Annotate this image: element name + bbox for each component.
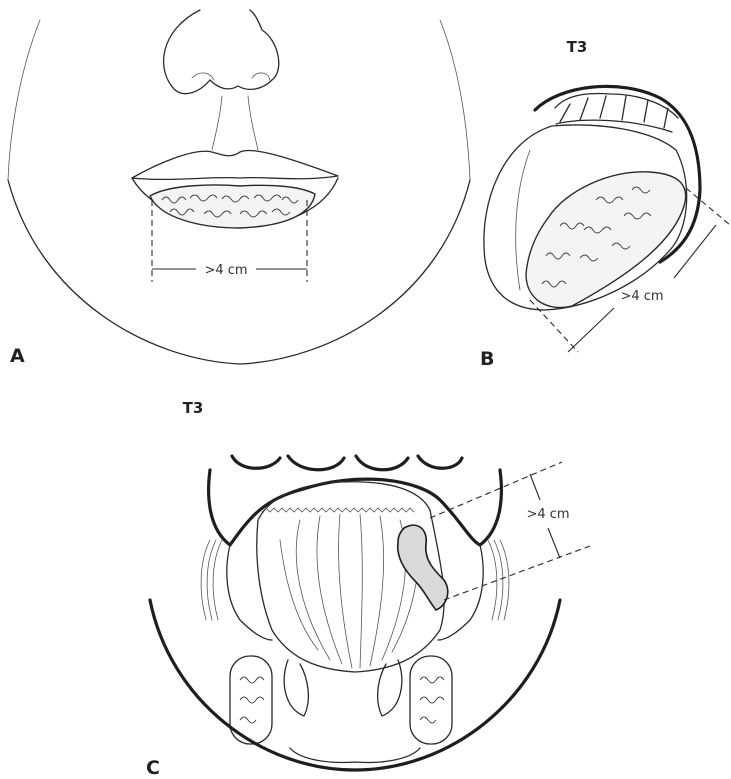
jaw-right-line xyxy=(440,20,470,180)
stage-label: T3 xyxy=(183,399,204,417)
serrated-margin xyxy=(262,508,414,512)
nostril-right xyxy=(252,73,270,80)
lower-lip-contour xyxy=(290,748,420,762)
measurement-label: >4 cm xyxy=(526,507,569,522)
philtrum-line xyxy=(212,96,222,150)
lip-lesion xyxy=(150,185,315,228)
philtrum-line-2 xyxy=(248,96,258,150)
left-lateral-contour xyxy=(227,545,272,640)
panel-b: T3 >4 cm B xyxy=(480,38,730,370)
measure-line-upper xyxy=(530,474,540,500)
upper-lip xyxy=(132,150,338,179)
measure-line-lower xyxy=(548,528,560,558)
cheek-hatching-left xyxy=(201,540,222,620)
measurement-label: >4 cm xyxy=(620,289,663,304)
jaw-left-line xyxy=(8,20,40,180)
panel-c: T3 xyxy=(146,399,590,779)
measure-line-lower xyxy=(568,308,614,352)
tonsil-texture xyxy=(240,677,444,723)
measurement-label: >4 cm xyxy=(204,263,247,278)
stage-label: T3 xyxy=(567,38,588,56)
measure-top-dashed xyxy=(686,188,730,225)
left-palatine-fold xyxy=(284,660,308,716)
mandible-curve xyxy=(150,600,560,770)
tongue-lesion xyxy=(526,172,686,308)
right-tonsil-pillar xyxy=(410,656,452,744)
panel-letter: A xyxy=(10,345,25,367)
nose-drawing xyxy=(164,10,279,94)
panel-letter: B xyxy=(480,348,494,370)
measure-bottom-dashed xyxy=(444,546,590,600)
nostril-left xyxy=(192,73,214,80)
cheek-hatching-right xyxy=(488,540,509,620)
panel-letter: C xyxy=(146,757,160,779)
panel-a: >4 cm A xyxy=(8,10,470,367)
floor-lesion xyxy=(398,525,448,610)
upper-teeth xyxy=(232,456,462,470)
